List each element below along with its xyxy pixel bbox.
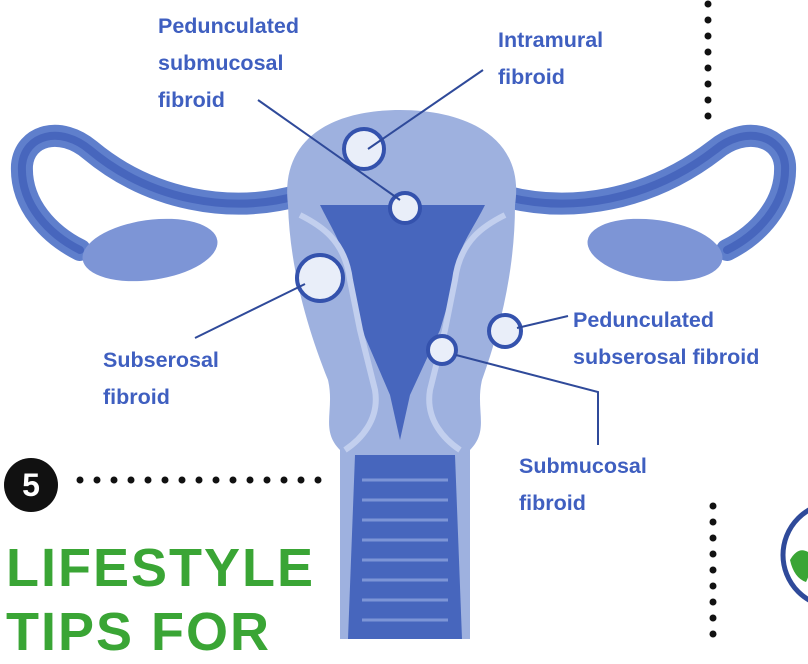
subserosal-fibroid-marker <box>297 255 343 301</box>
step-number-badge: 5 <box>4 458 58 512</box>
dotted-connector-step-5 <box>77 477 322 484</box>
uterus-cervix <box>348 455 462 639</box>
label-subserosal-fibroid: Subserosal fibroid <box>103 342 219 416</box>
fibroid-diagram: Pedunculated submucosal fibroid Intramur… <box>0 0 808 639</box>
section-heading: LIFESTYLE TIPS FOR <box>6 536 315 664</box>
label-pedunculated-subserosal-fibroid: Pedunculated subserosal fibroid <box>573 302 759 376</box>
globe-icon <box>783 503 808 607</box>
right-ovary <box>583 211 726 289</box>
left-ovary <box>78 211 221 289</box>
label-submucosal-fibroid: Submucosal fibroid <box>519 448 647 522</box>
dotted-connector-top-right <box>705 1 712 120</box>
label-pedunculated-submucosal-fibroid: Pedunculated submucosal fibroid <box>158 8 299 119</box>
label-intramural-fibroid: Intramural fibroid <box>498 22 603 96</box>
pedunculated-subserosal-fibroid-marker <box>489 315 521 347</box>
dotted-connector-bottom-right <box>710 503 717 638</box>
pedunculated-submucosal-fibroid-marker <box>390 193 420 223</box>
submucosal-fibroid-marker <box>428 336 456 364</box>
intramural-fibroid-marker <box>344 129 384 169</box>
